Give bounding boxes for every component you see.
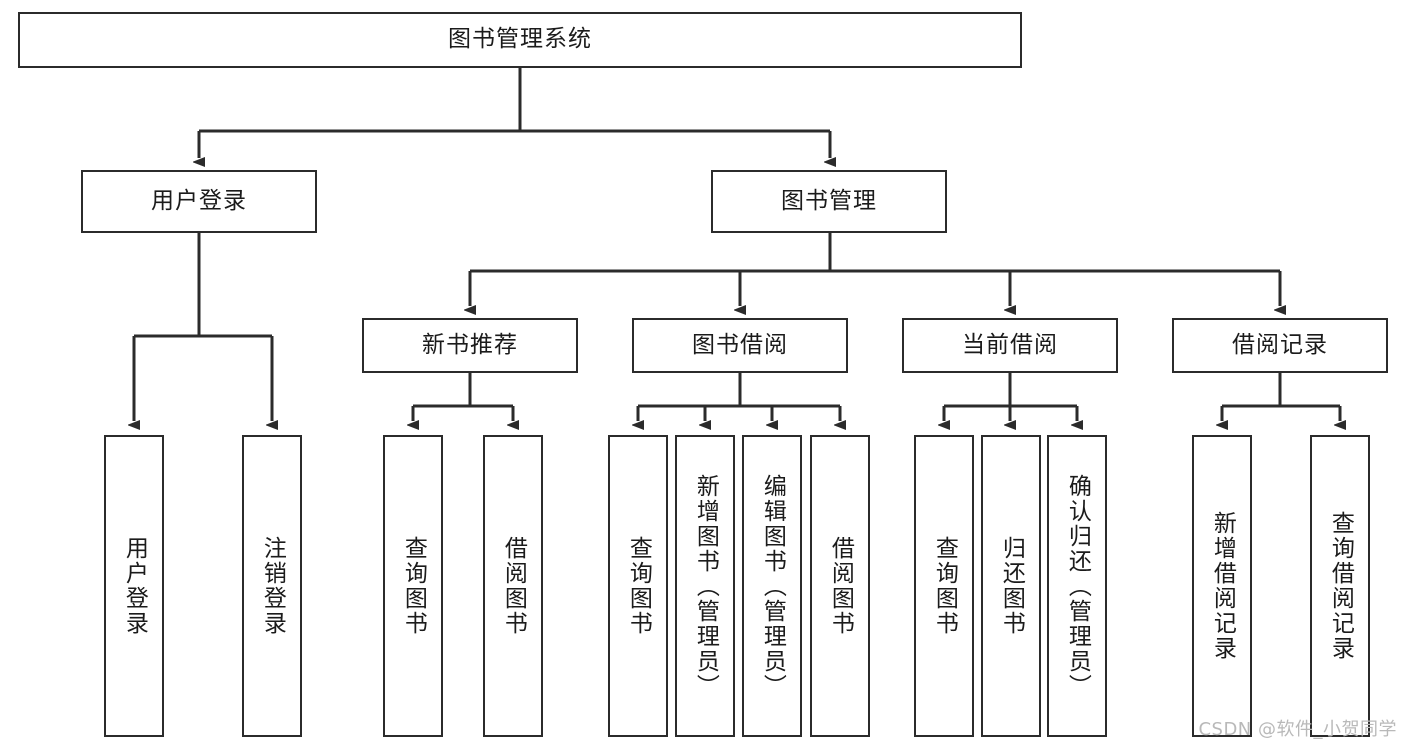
leaf-borrow-book-label: 借阅图书 bbox=[827, 536, 854, 636]
csdn-watermark: CSDN @软件_小贺同学 bbox=[1198, 719, 1397, 740]
node-user-login-label: 用户登录 bbox=[151, 187, 247, 214]
leaf-edit-book-admin[interactable]: 编辑图书（管理员） bbox=[742, 435, 802, 737]
leaf-user-login-label: 用户登录 bbox=[121, 536, 148, 636]
node-current-borrow-label: 当前借阅 bbox=[962, 331, 1058, 358]
leaf-edit-book-admin-label: 编辑图书（管理员） bbox=[759, 473, 786, 699]
leaf-user-login[interactable]: 用户登录 bbox=[104, 435, 164, 737]
leaf-borrow-book[interactable]: 借阅图书 bbox=[810, 435, 870, 737]
node-current-borrow[interactable]: 当前借阅 bbox=[902, 318, 1118, 373]
node-root[interactable]: 图书管理系统 bbox=[18, 12, 1022, 68]
leaf-return-book-label: 归还图书 bbox=[998, 536, 1025, 636]
leaf-new-books-query[interactable]: 查询图书 bbox=[383, 435, 443, 737]
node-book-borrow-label: 图书借阅 bbox=[692, 331, 788, 358]
leaf-query-borrow-record[interactable]: 查询借阅记录 bbox=[1310, 435, 1370, 737]
leaf-add-book-admin[interactable]: 新增图书（管理员） bbox=[675, 435, 735, 737]
leaf-user-logout-label: 注销登录 bbox=[259, 536, 286, 636]
node-new-book-recommend[interactable]: 新书推荐 bbox=[362, 318, 578, 373]
leaf-current-query-book[interactable]: 查询图书 bbox=[914, 435, 974, 737]
leaf-confirm-return-admin-label: 确认归还（管理员） bbox=[1064, 473, 1091, 699]
node-borrow-records-label: 借阅记录 bbox=[1232, 331, 1328, 358]
node-book-management-label: 图书管理 bbox=[781, 187, 877, 214]
leaf-current-query-book-label: 查询图书 bbox=[931, 536, 958, 636]
node-user-login[interactable]: 用户登录 bbox=[81, 170, 317, 233]
node-book-borrow[interactable]: 图书借阅 bbox=[632, 318, 848, 373]
leaf-add-book-admin-label: 新增图书（管理员） bbox=[692, 473, 719, 699]
leaf-confirm-return-admin[interactable]: 确认归还（管理员） bbox=[1047, 435, 1107, 737]
node-root-label: 图书管理系统 bbox=[448, 26, 592, 53]
leaf-new-books-borrow-label: 借阅图书 bbox=[500, 536, 527, 636]
leaf-add-borrow-record-label: 新增借阅记录 bbox=[1209, 511, 1236, 661]
leaf-query-borrow-record-label: 查询借阅记录 bbox=[1327, 511, 1354, 661]
leaf-new-books-query-label: 查询图书 bbox=[400, 536, 427, 636]
node-borrow-records[interactable]: 借阅记录 bbox=[1172, 318, 1388, 373]
leaf-add-borrow-record[interactable]: 新增借阅记录 bbox=[1192, 435, 1252, 737]
node-new-book-recommend-label: 新书推荐 bbox=[422, 331, 518, 358]
leaf-user-logout[interactable]: 注销登录 bbox=[242, 435, 302, 737]
leaf-borrow-query-book-label: 查询图书 bbox=[625, 536, 652, 636]
leaf-borrow-query-book[interactable]: 查询图书 bbox=[608, 435, 668, 737]
leaf-return-book[interactable]: 归还图书 bbox=[981, 435, 1041, 737]
leaf-new-books-borrow[interactable]: 借阅图书 bbox=[483, 435, 543, 737]
node-book-management[interactable]: 图书管理 bbox=[711, 170, 947, 233]
